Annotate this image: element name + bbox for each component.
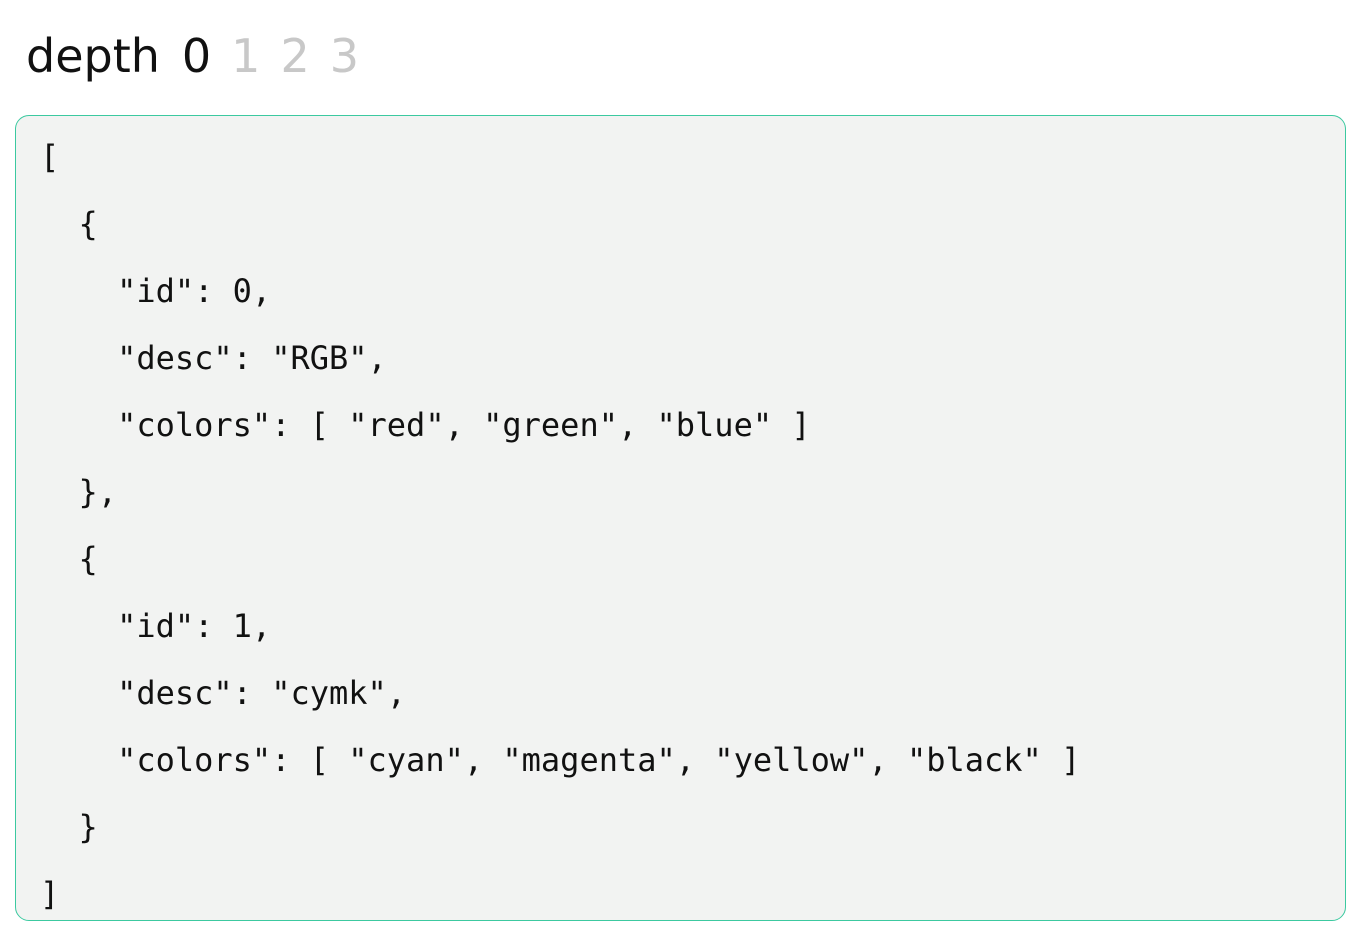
json-code-block: [ { "id": 0, "desc": "RGB", "colors": [ … xyxy=(15,115,1346,921)
code-line: "colors": [ "cyan", "magenta", "yellow",… xyxy=(40,741,1081,779)
code-line: "id": 0, xyxy=(40,272,272,310)
json-code: [ { "id": 0, "desc": "RGB", "colors": [ … xyxy=(40,124,1081,920)
code-line: }, xyxy=(40,473,118,511)
depth-label: depth xyxy=(26,29,160,83)
depth-option-1[interactable]: 1 xyxy=(231,29,261,83)
code-line: } xyxy=(40,808,98,846)
depth-selector: depth 0 1 2 3 xyxy=(26,26,379,86)
depth-option-3[interactable]: 3 xyxy=(329,29,360,83)
code-line: "colors": [ "red", "green", "blue" ] xyxy=(40,406,811,444)
code-line: { xyxy=(40,205,98,243)
code-line: ] xyxy=(40,875,60,913)
code-line: "id": 1, xyxy=(40,607,272,645)
code-line: { xyxy=(40,540,98,578)
code-line: "desc": "cymk", xyxy=(40,674,407,712)
code-line: [ xyxy=(40,138,60,176)
depth-option-0[interactable]: 0 xyxy=(181,29,212,83)
depth-option-2[interactable]: 2 xyxy=(280,29,310,83)
code-line: "desc": "RGB", xyxy=(40,339,387,377)
